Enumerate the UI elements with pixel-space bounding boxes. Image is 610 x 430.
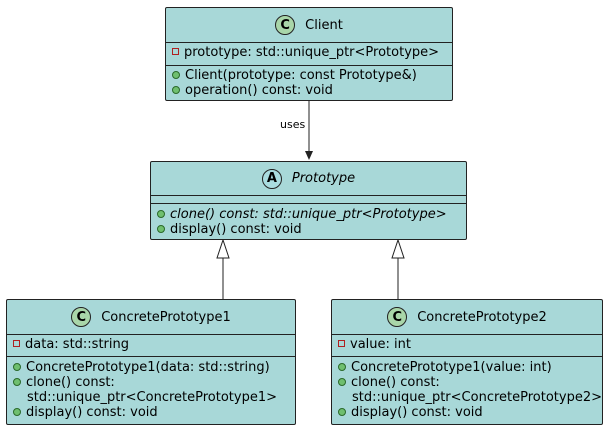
method-text: clone() const: std::unique_ptr<Prototype… [170,207,447,222]
method-row: Client(prototype: const Prototype&) [172,68,448,83]
abstract-class-icon: A [261,168,282,189]
class-name: Prototype [291,171,356,186]
method-row: clone() const: std::unique_ptr<Prototype… [157,207,462,222]
class-concrete-prototype-2-header: C ConcretePrototype2 [332,300,602,334]
class-name: Client [305,17,343,33]
method-row: clone() const: [338,375,598,390]
class-concrete-prototype-1-header: C ConcretePrototype1 [7,300,295,334]
method-text: ConcretePrototype1(data: std::string) [26,360,270,375]
attribute-row: value: int [338,337,598,352]
private-icon [172,48,179,55]
uses-label: uses [280,118,306,131]
divider [151,203,466,204]
attribute-row: data: std::string [13,337,291,352]
method-text: Client(prototype: const Prototype&) [185,68,417,83]
method-text: clone() const: [26,375,115,390]
class-concrete-prototype-2[interactable]: C ConcretePrototype2 value: int Concrete… [331,299,603,425]
method-text: display() const: void [351,405,483,420]
public-icon [338,408,346,416]
divider [7,334,295,335]
divider [332,356,602,357]
class-client[interactable]: C Client prototype: std::unique_ptr<Prot… [165,7,453,101]
public-icon [338,363,346,371]
class-name: ConcretePrototype1 [101,309,231,325]
class-concrete-prototype-1[interactable]: C ConcretePrototype1 data: std::string C… [6,299,296,425]
inherit-arrowhead-1 [216,238,230,259]
method-text: std::unique_ptr<ConcretePrototype1> [27,390,277,405]
attribute-row: prototype: std::unique_ptr<Prototype> [172,45,448,60]
class-icon: C [275,15,296,35]
method-row: operation() const: void [172,83,448,98]
class-icon: C [71,307,92,327]
public-icon [172,86,180,94]
method-text: display() const: void [170,222,302,237]
method-row: display() const: void [13,405,291,420]
public-icon [338,378,346,386]
inherit-arrowhead-2 [391,238,405,259]
divider [151,195,466,196]
public-icon [157,210,165,218]
divider [7,356,295,357]
method-row: clone() const: [13,375,291,390]
divider [166,42,452,43]
private-icon [13,340,20,347]
class-name: ConcretePrototype2 [417,309,547,325]
method-row-continuation: std::unique_ptr<ConcretePrototype2> [352,390,602,405]
method-text: ConcretePrototype1(value: int) [351,360,552,375]
method-text: display() const: void [26,405,158,420]
class-prototype-header: A Prototype [151,162,466,195]
private-icon [338,340,345,347]
method-row: ConcretePrototype1(data: std::string) [13,360,291,375]
divider [166,65,452,66]
method-text: operation() const: void [185,83,333,98]
class-prototype[interactable]: A Prototype clone() const: std::unique_p… [150,161,467,240]
public-icon [172,71,180,79]
public-icon [157,225,165,233]
method-text: std::unique_ptr<ConcretePrototype2> [352,390,602,405]
method-row: display() const: void [157,222,462,237]
class-client-header: C Client [166,8,452,42]
divider [332,334,602,335]
public-icon [13,378,21,386]
uses-arrowhead [305,151,313,160]
attribute-text: data: std::string [25,337,129,352]
method-text: clone() const: [351,375,440,390]
attribute-text: prototype: std::unique_ptr<Prototype> [184,45,440,60]
method-row: ConcretePrototype1(value: int) [338,360,598,375]
class-icon: C [387,307,408,327]
public-icon [13,363,21,371]
attribute-text: value: int [350,337,411,352]
method-row-continuation: std::unique_ptr<ConcretePrototype1> [27,390,291,405]
public-icon [13,408,21,416]
method-row: display() const: void [338,405,598,420]
